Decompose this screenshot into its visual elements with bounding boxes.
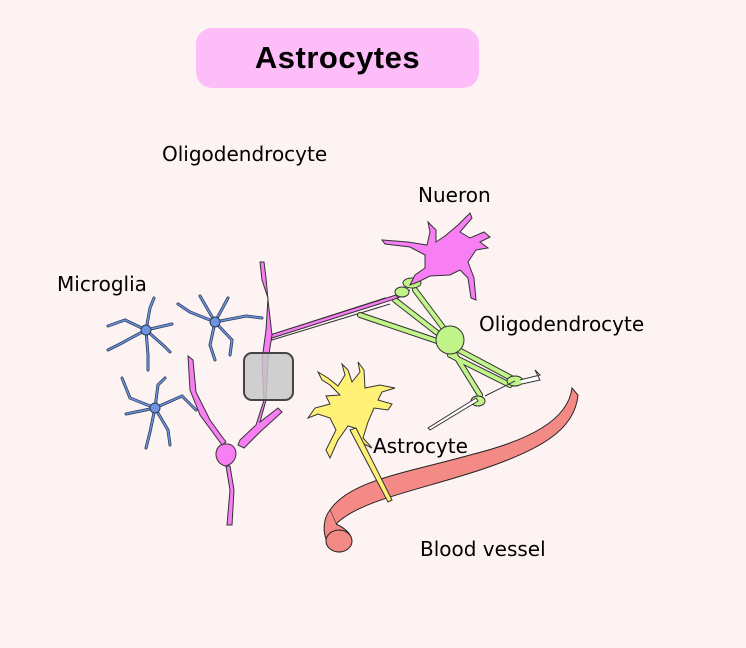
oligodendrocyte-cell <box>269 277 541 431</box>
label-astrocyte: Astrocyte <box>373 434 468 458</box>
label-blood-vessel: Blood vessel <box>420 537 546 561</box>
neuron-cell-lower <box>187 261 283 526</box>
label-neuron: Nueron <box>418 183 491 207</box>
microglia-cluster <box>106 294 264 450</box>
microglia-cell-1 <box>106 296 174 372</box>
blood-vessel <box>323 386 579 553</box>
astrocyte-cell <box>306 361 396 503</box>
microglia-cell-3 <box>120 376 198 450</box>
label-microglia: Microglia <box>57 272 147 296</box>
title-banner: Astrocytes <box>196 28 479 88</box>
label-oligodendrocyte-top: Oligodendrocyte <box>162 142 328 166</box>
page-title: Astrocytes <box>254 40 421 75</box>
microglia-cell-2 <box>176 294 264 362</box>
label-oligodendrocyte-right: Oligodendrocyte <box>479 312 645 336</box>
highlight-box <box>243 352 294 401</box>
